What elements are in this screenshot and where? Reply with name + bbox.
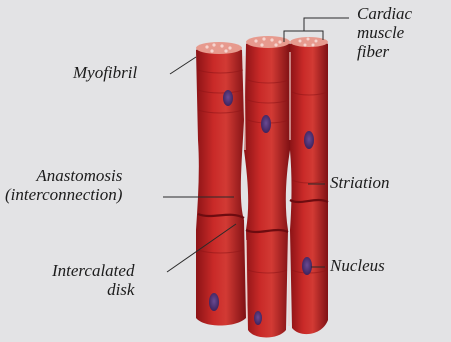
label-cardiac-line-1: Cardiac <box>357 4 412 23</box>
leader-myofibril <box>170 57 196 74</box>
label-cardiac-line-2: muscle <box>357 23 412 42</box>
label-intercalated-disk: Intercalated disk <box>52 261 134 299</box>
muscle-fiber-left <box>196 46 246 326</box>
label-striation: Striation <box>330 173 390 192</box>
nucleus-1 <box>223 90 233 106</box>
label-cardiac-muscle-fiber: Cardiac muscle fiber <box>357 4 412 61</box>
fiber-end-cap-left <box>196 42 242 54</box>
muscle-fiber-middle <box>244 39 290 338</box>
label-intercalated-line-2: disk <box>52 280 134 299</box>
label-myofibril: Myofibril <box>73 63 137 82</box>
nucleus-4 <box>302 257 312 275</box>
nucleus-2 <box>261 115 271 133</box>
label-anastomosis: Anastomosis (interconnection) <box>5 166 122 204</box>
fiber-end-cap-middle <box>246 36 290 48</box>
muscle-fiber-right <box>290 40 328 335</box>
nucleus-6 <box>254 311 262 325</box>
nucleus-5 <box>209 293 219 311</box>
label-intercalated-line-1: Intercalated <box>52 261 134 280</box>
label-cardiac-line-3: fiber <box>357 42 412 61</box>
nucleus-3 <box>304 131 314 149</box>
label-anastomosis-line-2: (interconnection) <box>5 185 122 204</box>
label-nucleus: Nucleus <box>330 256 385 275</box>
label-anastomosis-line-1: Anastomosis <box>5 166 122 185</box>
